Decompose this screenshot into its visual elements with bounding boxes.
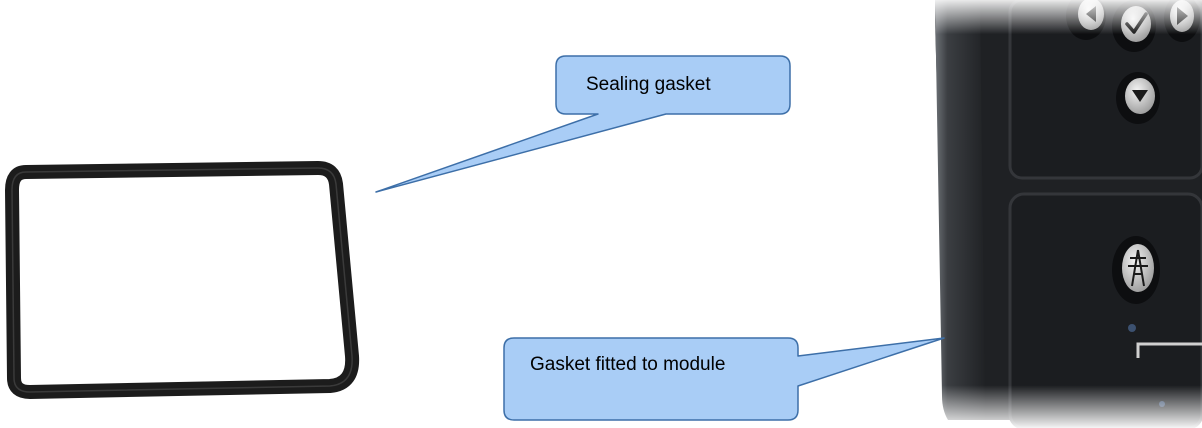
sealing-gasket [5, 161, 360, 399]
callout-gasket-fitted [503, 337, 945, 421]
callout-sealing-gasket [375, 55, 791, 193]
callout-label-gasket-fitted: Gasket fitted to module [530, 354, 726, 375]
module-photo [935, 0, 1202, 428]
callout-label-sealing-gasket: Sealing gasket [586, 74, 711, 95]
